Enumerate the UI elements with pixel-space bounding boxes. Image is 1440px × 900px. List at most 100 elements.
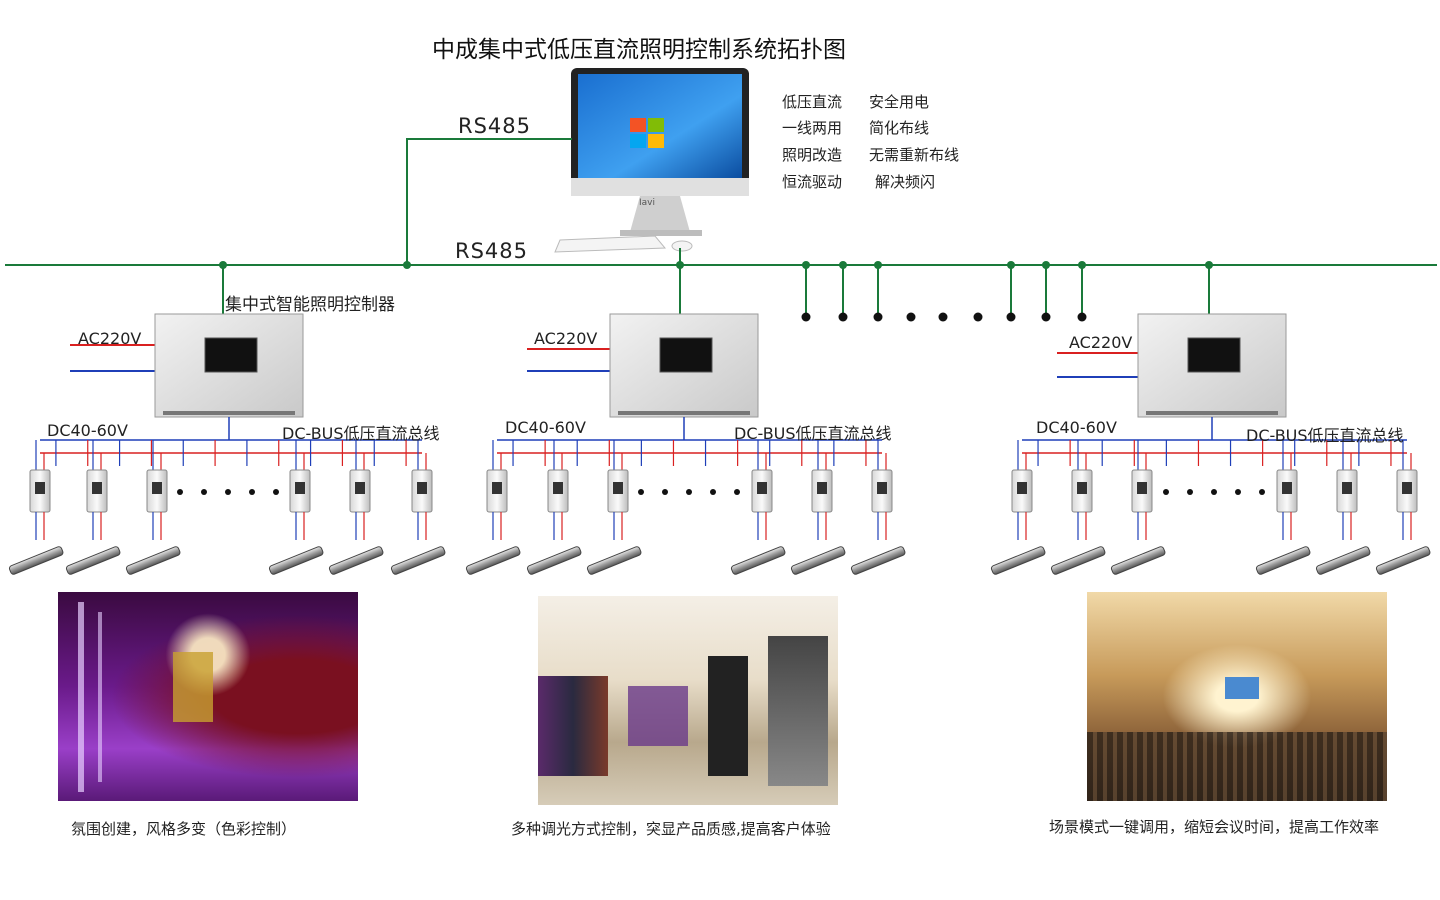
- mouse-icon: [671, 240, 693, 252]
- windows-logo-icon: [630, 118, 664, 148]
- controller-screen: [1187, 337, 1241, 373]
- wall-washer-lamp: [390, 546, 446, 575]
- wall-washer-lamp: [8, 546, 64, 575]
- led-driver-label: [1017, 482, 1027, 494]
- wall-washer-lamp: [526, 546, 582, 575]
- led-driver-label: [1282, 482, 1292, 494]
- ktv-room-photo: [58, 592, 358, 801]
- unit1-ac-label: AC220V: [78, 329, 142, 348]
- wall-washer-lamp: [990, 546, 1046, 575]
- led-driver-label: [92, 482, 102, 494]
- meeting-room-photo: [1087, 592, 1387, 801]
- driver-continuation-dot: [710, 489, 716, 495]
- feature-left-1: 低压直流: [782, 93, 843, 111]
- feature-left-4: 恒流驱动: [782, 173, 843, 191]
- led-driver-label: [817, 482, 827, 494]
- wall-washer-lamp: [125, 546, 181, 575]
- led-driver-label: [492, 482, 502, 494]
- unit2-dc-label: DC40-60V: [505, 418, 586, 437]
- driver-continuation-dot: [1259, 489, 1265, 495]
- wall-washer-lamp: [1375, 546, 1431, 575]
- bus-junction-dot: [403, 261, 411, 269]
- unit1-dc-label: DC40-60V: [47, 421, 128, 440]
- wall-washer-lamp: [850, 546, 906, 575]
- computer-monitor: [554, 68, 749, 253]
- unit3-caption: 场景模式一键调用，缩短会议时间，提高工作效率: [1049, 818, 1380, 836]
- continuation-dot: [1041, 312, 1051, 322]
- diagram-title: 中成集中式低压直流照明控制系统拓扑图: [432, 37, 846, 63]
- unit1-bus-label: DC-BUS低压直流总线: [282, 424, 440, 443]
- wall-washer-lamp: [1050, 546, 1106, 575]
- led-driver-label: [757, 482, 767, 494]
- rs485-top-link: [406, 138, 572, 265]
- driver-continuation-dot: [686, 489, 692, 495]
- driver-continuation-dot: [201, 489, 207, 495]
- controller-box: [154, 313, 304, 418]
- driver-continuation-dot: [734, 489, 740, 495]
- feature-right-3: 无需重新布线: [869, 146, 960, 164]
- keyboard-icon: [554, 235, 667, 253]
- unit2-bus-label: DC-BUS低压直流总线: [734, 424, 892, 443]
- controller-terminal-strip: [163, 411, 295, 415]
- wall-washer-lamp: [268, 546, 324, 575]
- led-driver-label: [417, 482, 427, 494]
- led-driver-label: [1342, 482, 1352, 494]
- led-driver-label: [553, 482, 563, 494]
- led-driver-label: [613, 482, 623, 494]
- unit3-dc-label: DC40-60V: [1036, 418, 1117, 437]
- continuation-dot: [873, 312, 883, 322]
- controller-terminal-strip: [1146, 411, 1278, 415]
- led-driver-label: [877, 482, 887, 494]
- wall-washer-lamp: [1255, 546, 1311, 575]
- feature-left-3: 照明改造: [782, 146, 843, 164]
- wall-washer-lamp: [790, 546, 846, 575]
- unit3-bus-label: DC-BUS低压直流总线: [1246, 426, 1404, 445]
- driver-continuation-dot: [249, 489, 255, 495]
- monitor-brand-label: Iavi: [639, 198, 655, 208]
- unit1-caption: 氛围创建，风格多变（色彩控制）: [71, 820, 297, 838]
- wall-washer-lamp: [328, 546, 384, 575]
- controller-screen: [204, 337, 258, 373]
- wall-washer-lamp: [65, 546, 121, 575]
- wall-washer-lamp: [1110, 546, 1166, 575]
- feature-right-1: 安全用电: [869, 93, 930, 111]
- driver-continuation-dot: [1211, 489, 1217, 495]
- wall-washer-lamp: [730, 546, 786, 575]
- unit2-caption: 多种调光方式控制，突显产品质感,提高客户体验: [511, 820, 831, 838]
- driver-continuation-dot: [1163, 489, 1169, 495]
- driver-continuation-dot: [225, 489, 231, 495]
- driver-continuation-dot: [177, 489, 183, 495]
- driver-continuation-dot: [638, 489, 644, 495]
- driver-continuation-dot: [1235, 489, 1241, 495]
- wall-washer-lamp: [465, 546, 521, 575]
- unit2-ac-label: AC220V: [534, 329, 598, 348]
- rs485-top-label: RS485: [458, 114, 532, 138]
- led-driver-label: [1402, 482, 1412, 494]
- driver-continuation-dot: [1187, 489, 1193, 495]
- led-driver-label: [35, 482, 45, 494]
- wall-washer-lamp: [1315, 546, 1371, 575]
- unit3-ac-label: AC220V: [1069, 333, 1133, 352]
- led-driver-label: [152, 482, 162, 494]
- clothing-store-photo: [538, 596, 838, 805]
- feature-right-4: 解决频闪: [875, 173, 936, 191]
- led-driver-label: [295, 482, 305, 494]
- continuation-dot: [938, 312, 948, 322]
- led-driver-label: [355, 482, 365, 494]
- continuation-dot: [1006, 312, 1016, 322]
- driver-continuation-dot: [273, 489, 279, 495]
- continuation-dot: [838, 312, 848, 322]
- feature-left-2: 一线两用: [782, 119, 843, 137]
- controller-terminal-strip: [618, 411, 750, 415]
- controller-screen: [659, 337, 713, 373]
- continuation-dot: [801, 312, 811, 322]
- generated-elements: [8, 261, 1431, 575]
- driver-continuation-dot: [662, 489, 668, 495]
- continuation-dot: [973, 312, 983, 322]
- led-driver-label: [1137, 482, 1147, 494]
- continuation-dot: [1077, 312, 1087, 322]
- led-driver-label: [1077, 482, 1087, 494]
- controller-title: 集中式智能照明控制器: [225, 295, 395, 315]
- rs485-main-label: RS485: [455, 239, 529, 263]
